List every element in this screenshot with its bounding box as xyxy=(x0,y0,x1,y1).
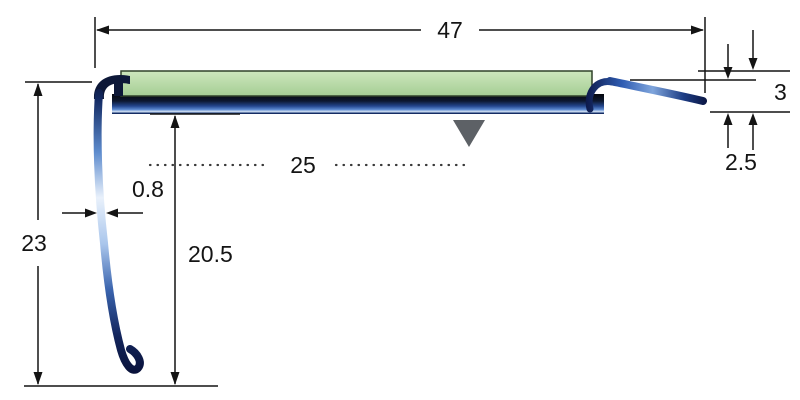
arrowhead-up-icon xyxy=(723,113,733,125)
arrowhead-down-icon xyxy=(170,372,180,385)
left-lip xyxy=(114,76,123,96)
arrowhead-left-icon xyxy=(96,25,109,35)
dim-label-insert-reference: 25 xyxy=(290,152,316,178)
insert-strip xyxy=(120,70,593,97)
profile-body xyxy=(93,70,707,374)
arrowhead-right-icon xyxy=(85,208,97,218)
triangle-marker-icon xyxy=(453,120,485,147)
base-bar xyxy=(112,94,604,114)
dim-label-overall-width: 47 xyxy=(437,17,463,43)
arrowhead-up-icon xyxy=(748,113,758,125)
dim-label-leg-height: 20.5 xyxy=(188,241,233,267)
arrowhead-right-icon xyxy=(691,25,704,35)
arrowhead-up-icon xyxy=(33,83,43,96)
dim-label-metal-height-right: 2.5 xyxy=(725,149,757,175)
arrowhead-left-icon xyxy=(106,208,118,218)
vertical-leg xyxy=(93,89,144,374)
arrowhead-down-icon xyxy=(33,372,43,385)
dim-label-overall-height-right: 3 xyxy=(774,79,787,105)
arrowhead-down-icon xyxy=(723,67,733,79)
dim-label-wall-thickness: 0.8 xyxy=(132,176,164,202)
dim-label-overall-height-left: 23 xyxy=(21,230,47,256)
dim-right-heights xyxy=(630,30,790,150)
right-flap xyxy=(606,77,707,105)
dim-wall-thickness xyxy=(62,208,143,218)
arrowhead-down-icon xyxy=(748,58,758,70)
dim-overall-height-left xyxy=(24,81,218,387)
arrowhead-up-icon xyxy=(170,115,180,128)
dim-leg-height xyxy=(150,113,240,385)
